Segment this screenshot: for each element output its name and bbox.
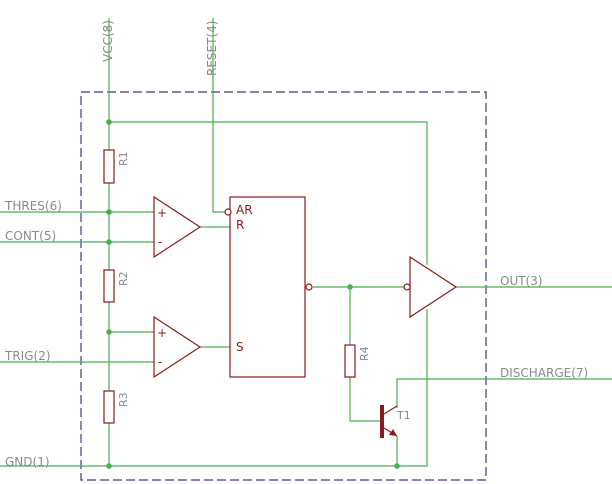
comparator-threshold-plus: + — [157, 206, 167, 220]
label-thres: THRES(6) — [4, 199, 62, 213]
label-discharge: DISCHARGE(7) — [500, 366, 588, 380]
comparator-trigger — [153, 315, 202, 379]
wires — [0, 18, 612, 467]
resistor-r2 — [103, 269, 115, 303]
label-r3: R3 — [117, 392, 130, 407]
transistor-t1-collector — [383, 405, 398, 415]
junction-cont — [106, 239, 112, 245]
comparator-trigger-minus: - — [158, 355, 162, 369]
flip-flop — [229, 196, 306, 378]
discharge-wire — [396, 378, 612, 408]
label-cont: CONT(5) — [5, 229, 56, 243]
resistor-r4 — [344, 344, 356, 378]
resistor-r1 — [103, 149, 115, 184]
label-r4: R4 — [358, 346, 371, 361]
junction-thres — [106, 209, 112, 215]
junction-r4 — [347, 284, 353, 290]
comparator-threshold-minus: - — [158, 235, 162, 249]
vcc-rail-wire — [109, 121, 428, 265]
label-r1: R1 — [117, 151, 130, 166]
reset-wire — [212, 18, 227, 213]
transistor-t1-arrow — [389, 429, 397, 436]
junction-gnd-divider — [106, 463, 112, 469]
transistor-t1 — [380, 405, 398, 438]
chip-boundary — [80, 91, 487, 481]
r4-bottom-wire — [349, 377, 381, 422]
flip-flop-r-label: R — [236, 218, 244, 232]
flip-flop-ar-label: AR — [236, 203, 253, 217]
transistor-t1-base — [380, 405, 384, 438]
label-trig: TRIG(2) — [4, 349, 51, 363]
junction-comp2-plus — [106, 329, 112, 335]
label-r2: R2 — [117, 271, 130, 286]
junctions — [106, 119, 400, 469]
buffer-gnd-wire — [397, 309, 428, 467]
flip-flop-reset-bubble — [224, 208, 232, 216]
output-buffer-bubble — [403, 283, 411, 291]
output-buffer — [409, 255, 458, 319]
flip-flop-s-label: S — [236, 340, 244, 354]
junction-gnd-emitter — [394, 463, 400, 469]
flip-flop-output-bubble — [305, 283, 313, 291]
label-gnd: GND(1) — [5, 455, 50, 469]
label-t1: T1 — [396, 409, 411, 422]
comparator-trigger-plus: + — [157, 326, 167, 340]
label-vcc: VCC(8) — [101, 20, 115, 62]
label-reset: RESET(4) — [205, 21, 219, 76]
junction-vcc-rail — [106, 119, 112, 125]
label-out: OUT(3) — [500, 274, 543, 288]
resistor-r3 — [103, 390, 115, 424]
comparator-threshold — [153, 195, 202, 259]
